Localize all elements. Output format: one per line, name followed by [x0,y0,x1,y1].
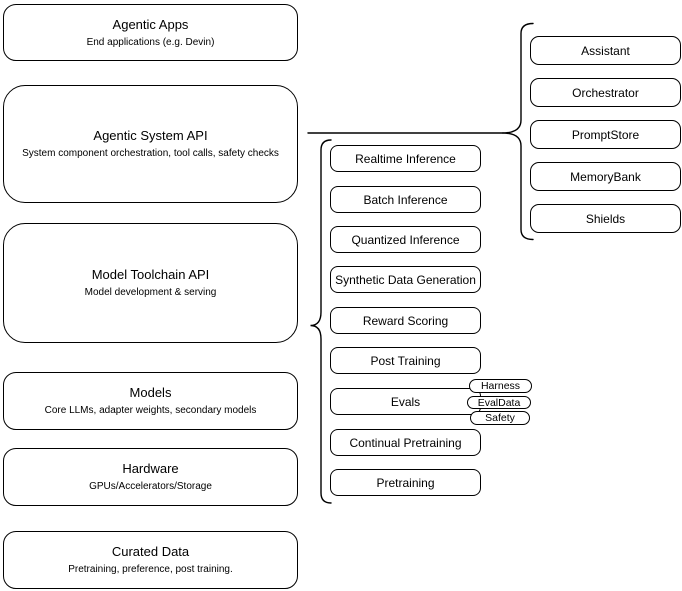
node-label: Realtime Inference [355,151,456,166]
tag-safety[interactable]: Safety [470,411,530,425]
node-label: Evals [390,394,421,409]
node-label: Orchestrator [572,85,639,100]
node-label: Synthetic Data Generation [335,272,476,287]
node-shields[interactable]: Shields [530,204,681,233]
node-title: Model Toolchain API [91,267,210,282]
tag-label: Harness [480,380,521,392]
node-synthetic-data-generation[interactable]: Synthetic Data Generation [330,266,481,293]
node-memorybank[interactable]: MemoryBank [530,162,681,191]
node-reward-scoring[interactable]: Reward Scoring [330,307,481,334]
node-title: Hardware [122,461,179,476]
right-column-brace [502,22,534,241]
node-subtitle: Model development & serving [84,287,217,298]
node-subtitle: End applications (e.g. Devin) [86,36,215,48]
node-agentic-apps[interactable]: Agentic Apps End applications (e.g. Devi… [3,4,298,61]
tag-harness[interactable]: Harness [469,379,532,393]
node-title: Models [129,385,172,400]
node-subtitle: Pretraining, preference, post training. [68,564,233,575]
node-realtime-inference[interactable]: Realtime Inference [330,145,481,172]
node-model-toolchain-api[interactable]: Model Toolchain API Model development & … [3,223,298,343]
node-evals[interactable]: Evals [330,388,481,415]
node-batch-inference[interactable]: Batch Inference [330,186,481,213]
node-title: Agentic System API [93,128,208,143]
tag-evaldata[interactable]: EvalData [467,396,531,409]
node-label: Post Training [370,353,441,368]
node-orchestrator[interactable]: Orchestrator [530,78,681,107]
node-continual-pretraining[interactable]: Continual Pretraining [330,429,481,456]
node-promptstore[interactable]: PromptStore [530,120,681,149]
node-models[interactable]: Models Core LLMs, adapter weights, secon… [3,372,298,430]
node-pretraining[interactable]: Pretraining [330,469,481,496]
node-hardware[interactable]: Hardware GPUs/Accelerators/Storage [3,448,298,506]
node-label: MemoryBank [570,169,641,184]
node-assistant[interactable]: Assistant [530,36,681,65]
node-label: Assistant [581,43,630,58]
node-agentic-system-api[interactable]: Agentic System API System component orch… [3,85,298,203]
node-post-training[interactable]: Post Training [330,347,481,374]
node-label: PromptStore [571,127,640,142]
node-label: Batch Inference [363,192,448,207]
node-label: Shields [585,211,626,226]
node-title: Curated Data [111,544,190,559]
node-subtitle: System component orchestration, tool cal… [22,148,279,159]
tag-label: EvalData [477,396,521,409]
node-label: Continual Pretraining [349,435,462,450]
node-title: Agentic Apps [112,16,189,32]
node-label: Reward Scoring [362,313,449,328]
node-curated-data[interactable]: Curated Data Pretraining, preference, po… [3,531,298,589]
node-label: Pretraining [376,475,435,490]
tag-label: Safety [485,412,515,424]
node-subtitle: GPUs/Accelerators/Storage [89,481,212,492]
node-subtitle: Core LLMs, adapter weights, secondary mo… [44,405,257,416]
node-label: Quantized Inference [351,232,460,247]
middle-column-brace [310,139,332,504]
node-quantized-inference[interactable]: Quantized Inference [330,226,481,253]
